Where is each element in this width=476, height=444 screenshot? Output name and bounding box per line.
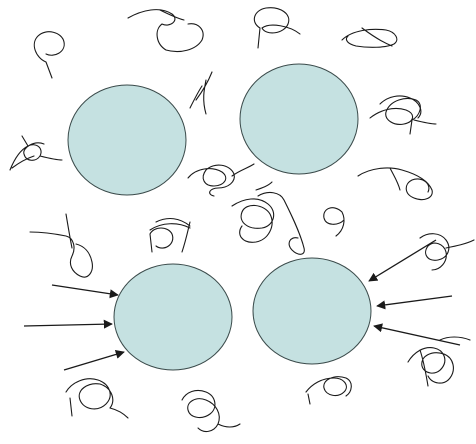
arrow-into-bottom-left-1: [52, 285, 118, 295]
squiggle-10: [232, 193, 304, 255]
squiggle-5: [190, 72, 212, 114]
squiggle-11: [324, 208, 344, 236]
circle-bottom-right: [253, 258, 371, 364]
squiggle-12: [150, 219, 190, 252]
arrows-group: [24, 240, 460, 370]
squiggle-2: [128, 10, 203, 52]
squiggle-3: [254, 8, 300, 48]
squiggle-17: [66, 379, 128, 418]
arrow-into-bottom-left-3: [64, 352, 124, 370]
squiggle-4: [342, 28, 397, 47]
circles-group: [68, 64, 371, 370]
squiggle-8: [188, 164, 254, 196]
arrow-into-bottom-right-1: [369, 240, 436, 281]
arrow-into-bottom-left-2: [24, 324, 112, 326]
circle-top-left: [68, 85, 186, 195]
squiggle-6: [370, 99, 420, 135]
squiggle-14: [420, 234, 474, 270]
squiggle-7: [10, 136, 62, 170]
squiggle-15: [408, 337, 470, 386]
squiggle-1: [34, 32, 64, 78]
squiggle-22: [12, 156, 34, 168]
squiggle-21: [256, 182, 272, 190]
squiggle-20: [160, 10, 184, 20]
arrow-into-bottom-right-3: [374, 326, 460, 345]
arrow-into-bottom-right-2: [377, 296, 452, 306]
squiggle-9: [358, 168, 432, 200]
circle-top-right: [240, 64, 358, 174]
circle-bottom-left: [114, 264, 232, 370]
squiggle-16: [306, 377, 351, 404]
squiggles-group: [10, 8, 474, 432]
squiggle-13: [30, 214, 92, 277]
squiggle-18: [182, 390, 240, 431]
